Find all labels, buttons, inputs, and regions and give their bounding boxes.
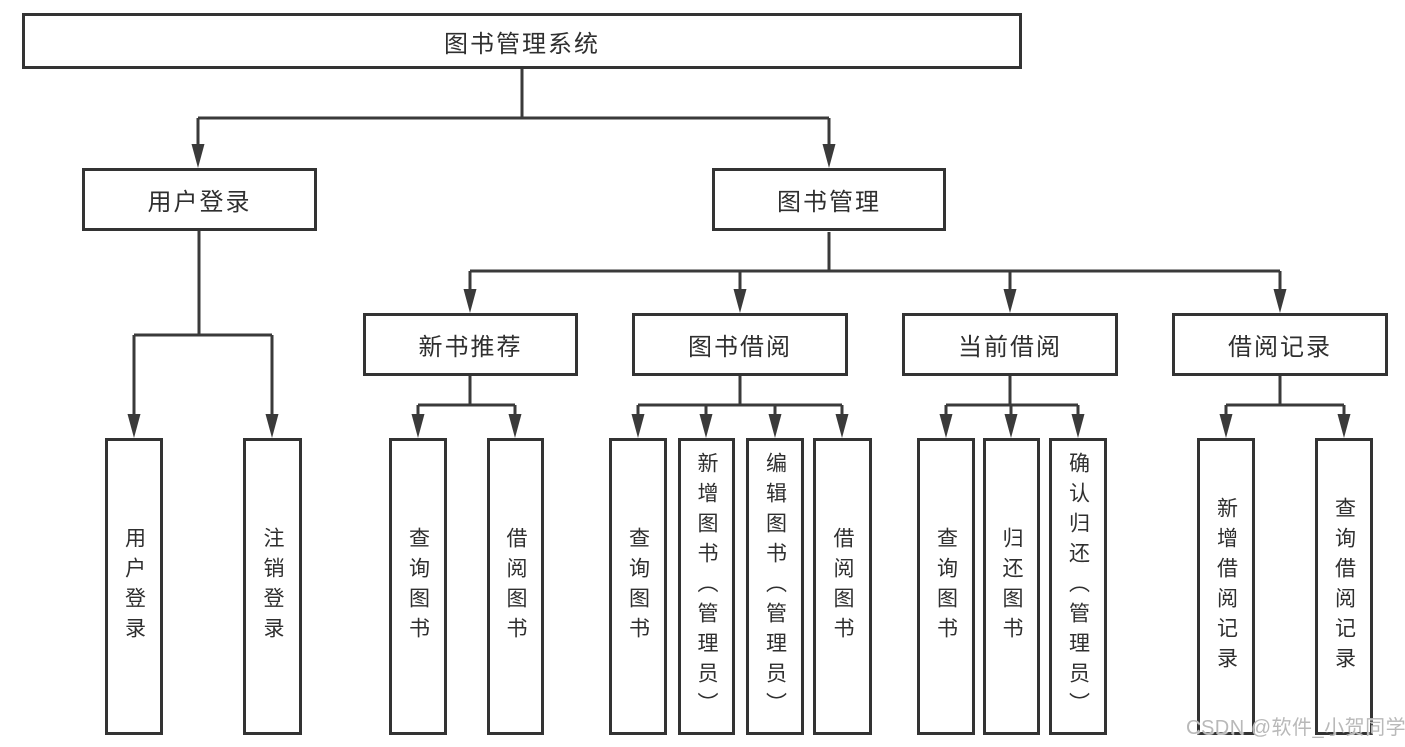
leaf-logout: 注销登录: [243, 438, 302, 735]
node-root: 图书管理系统: [22, 13, 1022, 69]
node-new-book-recommend: 新书推荐: [363, 313, 578, 376]
node-book-management: 图书管理: [712, 168, 946, 231]
leaf-user-login: 用户登录: [105, 438, 163, 735]
leaf-edit-book-admin: 编辑图书（管理员）: [746, 438, 804, 735]
leaf-add-book-admin: 新增图书（管理员）: [678, 438, 735, 735]
leaf-query-books-2: 查询图书: [609, 438, 667, 735]
leaf-query-books-1: 查询图书: [389, 438, 447, 735]
watermark: CSDN @软件_小贺同学: [1186, 717, 1405, 739]
leaf-borrow-books-1: 借阅图书: [487, 438, 544, 735]
node-current-borrowing: 当前借阅: [902, 313, 1118, 376]
leaf-add-borrow-record: 新增借阅记录: [1197, 438, 1255, 735]
node-book-borrowing: 图书借阅: [632, 313, 848, 376]
leaf-query-borrow-record: 查询借阅记录: [1315, 438, 1373, 735]
node-user-login: 用户登录: [82, 168, 317, 231]
leaf-borrow-books-2: 借阅图书: [813, 438, 872, 735]
node-borrow-records: 借阅记录: [1172, 313, 1388, 376]
leaf-return-book: 归还图书: [983, 438, 1040, 735]
leaf-confirm-return-admin: 确认归还（管理员）: [1049, 438, 1107, 735]
leaf-query-books-3: 查询图书: [917, 438, 975, 735]
